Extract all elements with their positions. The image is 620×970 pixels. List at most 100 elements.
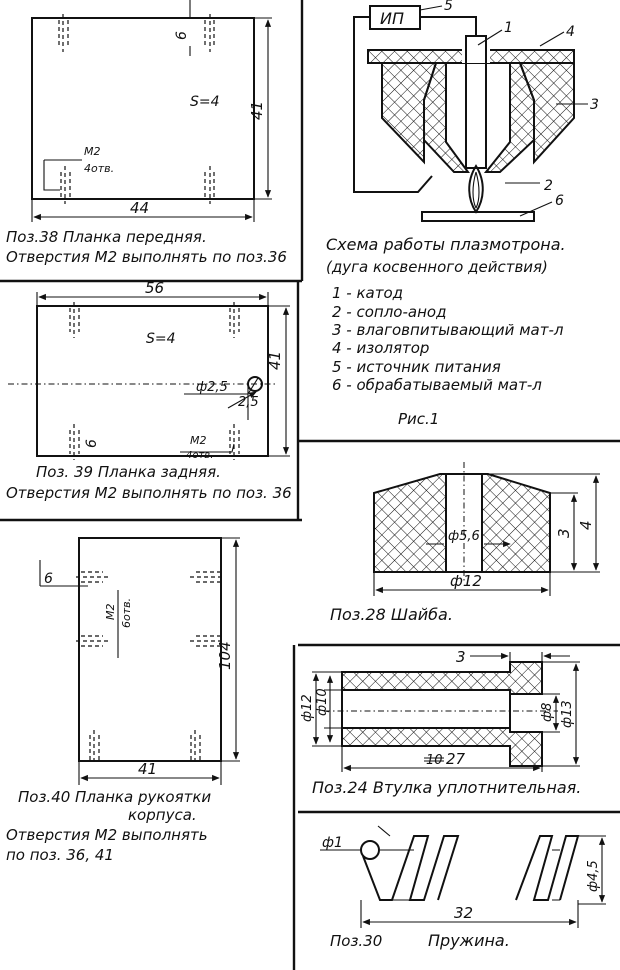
caption-40-line3: Отверстия М2 выполнять: [6, 826, 208, 844]
dim-width: 44: [130, 199, 149, 217]
plate-outline: [36, 305, 269, 457]
legend-item-4: 4 - изолятор: [332, 339, 429, 357]
hole-dia: ф2,5: [196, 380, 228, 395]
dim-width: 56: [145, 279, 164, 297]
threaded-holes: [58, 14, 215, 204]
dim-length-struck: 10: [424, 753, 444, 768]
dim-aux-lines: [247, 305, 290, 457]
dim-offset-lines: [39, 560, 88, 587]
dim-height: 104: [216, 641, 234, 670]
wire-to-nozzle: [353, 16, 433, 193]
caption-28: Поз.28 Шайба.: [330, 605, 453, 624]
plate-outline: [31, 17, 255, 200]
dim-hole-offset: 6: [84, 439, 100, 448]
hole-spec: М2: [190, 434, 207, 447]
scheme-title: Схема работы плазмотрона.: [326, 235, 566, 254]
bushing-top: [341, 661, 543, 695]
callout-6: 6: [555, 193, 564, 209]
part-30-spring: ф1 ф4,5 32 Поз.30 Пружина.: [320, 825, 606, 950]
dim-dia-13: ф13: [560, 700, 575, 728]
legend-item-5: 5 - источник питания: [332, 358, 501, 376]
dim-offset: 6: [44, 571, 53, 587]
caption-30-name: Пружина.: [428, 931, 510, 950]
callout-4: 4: [566, 24, 575, 40]
nozzle-left: [423, 62, 470, 173]
dim-offset-x: 2,5: [238, 395, 259, 410]
callout-3: 3: [590, 97, 599, 113]
workpiece: [421, 211, 535, 222]
dim-extensions: [488, 473, 600, 573]
thickness-label: S=4: [146, 331, 176, 347]
shoulder-extensions: [509, 652, 543, 662]
coil-dia: ф4,5: [586, 860, 601, 892]
dia-extensions-right: [542, 661, 580, 767]
dim-height-extensions: [221, 537, 240, 762]
plate-outline: [78, 537, 222, 762]
cathode-rod: [465, 35, 487, 169]
hole-leader: [180, 443, 235, 453]
dim-length: 32: [454, 904, 473, 922]
hole-dia-leader: [184, 377, 259, 395]
caption-38-line2: Отверстия М2 выполнять по поз.36: [6, 248, 287, 266]
offset-arrow: [227, 391, 257, 409]
dim-height-extensions: [254, 17, 272, 200]
dim-width: 41: [138, 760, 157, 778]
caption-40-line2: корпуса.: [128, 806, 197, 824]
hole-spec: М2: [84, 145, 101, 158]
dim-dia-extensions: [373, 572, 551, 596]
caption-30-pos: Поз.30: [330, 932, 382, 950]
callout-5: 5: [444, 0, 453, 14]
spring-coils-right: [515, 835, 580, 901]
hole-count: 4отв.: [186, 450, 213, 461]
part-39-rear-plate: 56 S=4 41 ф2,5 2,5 6 М2 4отв. Поз. 39 Пл…: [6, 279, 292, 502]
dia-extensions-left: [312, 671, 342, 747]
caption-38-line1: Поз.38 Планка передняя.: [6, 228, 207, 246]
hole-dia: ф5,6: [448, 529, 480, 544]
dim-width-extensions: [31, 199, 255, 222]
dim-dia: ф12: [450, 572, 482, 590]
dim-dia-8: ф8: [540, 703, 555, 722]
hole-count: 4отв.: [84, 162, 114, 175]
dim-height: 41: [266, 351, 284, 370]
length-extensions: [341, 746, 543, 772]
figure-label: Рис.1: [398, 410, 439, 428]
power-source-label: ИП: [380, 9, 404, 28]
wire-dia-leader: [320, 825, 391, 851]
nozzle-right: [483, 62, 535, 173]
washer-left: [373, 473, 447, 573]
callout-leaders: [419, 5, 588, 217]
legend-item-6: 6 - обрабатываемый мат-л: [332, 376, 542, 394]
dim-hole-offset: 6: [174, 31, 190, 40]
caption-40-line1: Поз.40 Планка рукоятки: [18, 788, 211, 806]
wire-to-cathode: [420, 16, 477, 36]
callout-1: 1: [504, 20, 513, 36]
washer-right: [481, 473, 551, 573]
coil-dia-extensions: [578, 835, 606, 905]
dim-inner-height: 3: [555, 528, 573, 538]
plasma-torch-scheme: ИП 1 2 3 4 5 6 Схема работы плазмотрона.…: [326, 0, 599, 428]
legend-item-2: 2 - сопло-анод: [332, 303, 446, 321]
legend-item-3: 3 - влаговпитывающий мат-л: [332, 321, 564, 339]
dim-dia-10: ф10: [315, 688, 330, 716]
dim-width-extensions: [78, 761, 222, 785]
callout-2: 2: [544, 178, 553, 194]
part-28-washer: 4 3 ф5,6 ф12 Поз.28 Шайба.: [330, 462, 600, 624]
threaded-holes: [69, 302, 240, 460]
caption-39-line2: Отверстия М2 выполнять по поз. 36: [6, 484, 292, 502]
dim-height: 41: [248, 101, 266, 120]
caption-40-line4: по поз. 36, 41: [6, 846, 114, 864]
length-extensions: [360, 900, 579, 928]
threaded-holes: [76, 571, 224, 764]
dim-shoulder: 3: [456, 648, 466, 666]
dim-dia-12: ф12: [300, 694, 315, 722]
dim-outer-height: 4: [577, 520, 595, 530]
scheme-subtitle: (дуга косвенного действия): [326, 258, 548, 276]
caption-39-line1: Поз. 39 Планка задняя.: [36, 463, 221, 481]
hole-spec: М2: [104, 604, 117, 621]
part-38-front-plate: 6 S=4 41 44 М2 4отв. Поз.38 Планка перед…: [6, 0, 287, 266]
hole-count: 6отв.: [120, 598, 133, 628]
wire-dia: ф1: [322, 835, 343, 851]
